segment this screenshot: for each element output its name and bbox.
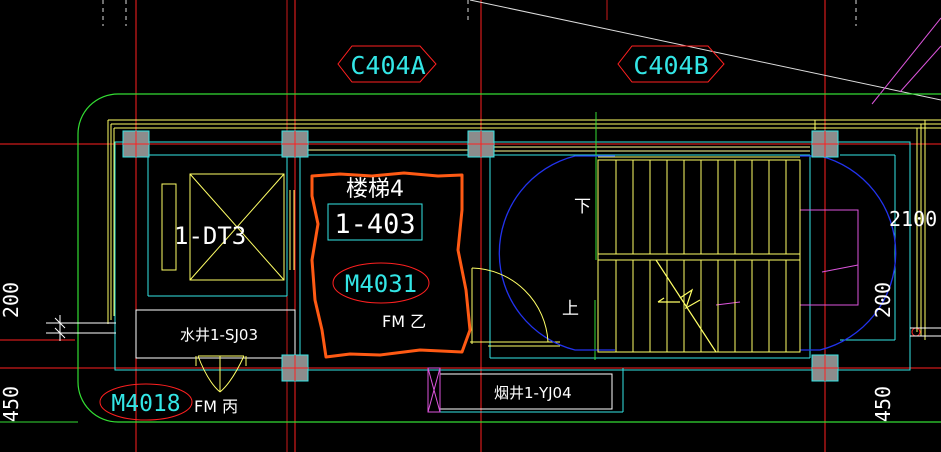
room-id-label: 1-403 [334,209,415,240]
door-swings [195,267,549,393]
left-dimension-lines [46,315,116,341]
dim-right-lower: 450 [871,386,895,422]
door-main-frame [332,262,430,304]
magenta-lines [871,17,941,105]
door-lower-left-fire-rating: FM 丙 [194,397,238,416]
stair-up-label: 上 [562,299,579,319]
elevator-car [161,173,285,281]
grid-tag-right-label: C404B [633,51,708,80]
stair-down-label: 下 [574,197,591,217]
grid-tag-right-frame [617,45,725,83]
water-shaft-label: 水井1-SJ03 [180,326,258,344]
room-id-frame [327,203,423,241]
diagonal-reference-line [469,0,941,101]
building-outline [77,93,941,423]
stair-name-label: 楼梯4 [346,177,404,202]
stair-flight-frame [597,156,801,353]
elevator-label: 1-DT3 [174,222,246,250]
dim-right-mid: 200 [871,282,895,318]
markup-outline [310,171,472,359]
grid-tag-right: C404B [617,45,725,83]
dim-left-upper: 200 [0,282,23,318]
stair-treads [615,160,787,352]
smoke-shaft-label: 烟井1-YJ04 [494,384,572,402]
grid-tag-left-label: C404A [350,51,425,80]
structural-columns [122,130,839,382]
smoke-shaft-marker [427,367,441,413]
door-main-fire-rating: FM 乙 [382,312,426,331]
dim-left-lower: 450 [0,386,23,422]
top-reference-lines [102,0,857,26]
grid-tag-left-frame [337,45,437,83]
stair-break-line [655,259,717,353]
door-main-label: M4031 [345,270,417,298]
door-lower-left-frame [99,383,193,421]
wall-lines [107,119,941,347]
stair-enclosure [498,155,897,351]
door-lower-left-label: M4018 [111,391,180,417]
elevator-frame [189,173,285,281]
grid-tag-left: C404A [337,45,437,83]
dim-right-top: 2100 [889,207,937,231]
water-shaft-box [135,309,296,359]
cyan-room-outlines [114,141,911,413]
stair-landing-outline [715,209,859,306]
counterweight [161,183,177,271]
